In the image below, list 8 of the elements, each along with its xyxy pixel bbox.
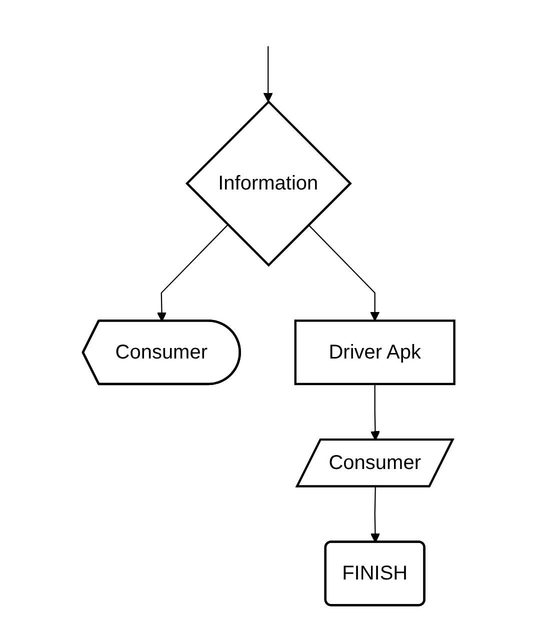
- arrow: [264, 46, 274, 102]
- arrow: [308, 224, 380, 322]
- arrow: [370, 486, 381, 543]
- arrow: [157, 224, 229, 322]
- arrow: [370, 384, 381, 441]
- node-box: [294, 320, 456, 386]
- node-diamond: [186, 100, 352, 267]
- flowchart: Information Consumer Driver Apk Consumer FINISH: [74, 4, 464, 614]
